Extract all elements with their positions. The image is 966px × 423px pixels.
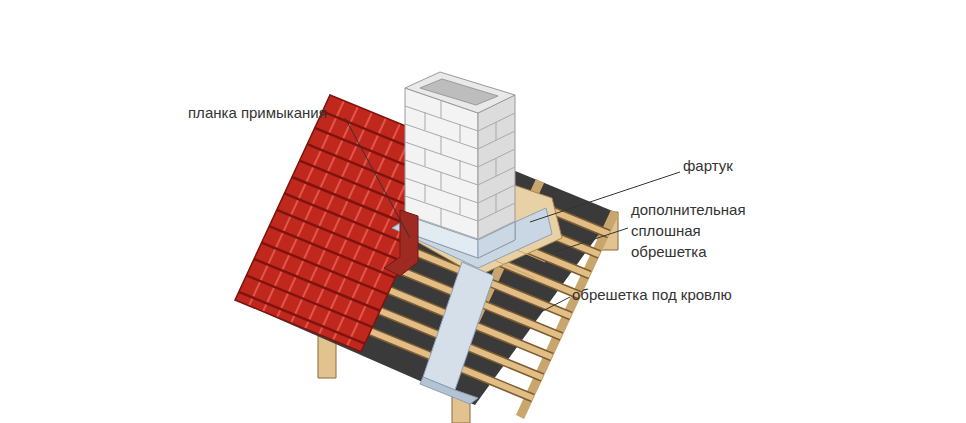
leader-line xyxy=(345,118,680,315)
part-label: фартук xyxy=(683,155,733,176)
apron-upstand xyxy=(478,222,515,258)
abutment-strip xyxy=(384,210,418,276)
apron-gutter xyxy=(420,377,478,404)
part-label: планка примыкания xyxy=(188,102,327,123)
chimney-top xyxy=(405,72,515,113)
apron-strip xyxy=(423,262,494,390)
chimney-opening xyxy=(420,79,498,105)
part-label: дополнительная сплошная обрешетка xyxy=(631,199,756,262)
part-label: обрешетка под кровлю xyxy=(572,284,732,305)
brick-joint xyxy=(405,100,515,239)
